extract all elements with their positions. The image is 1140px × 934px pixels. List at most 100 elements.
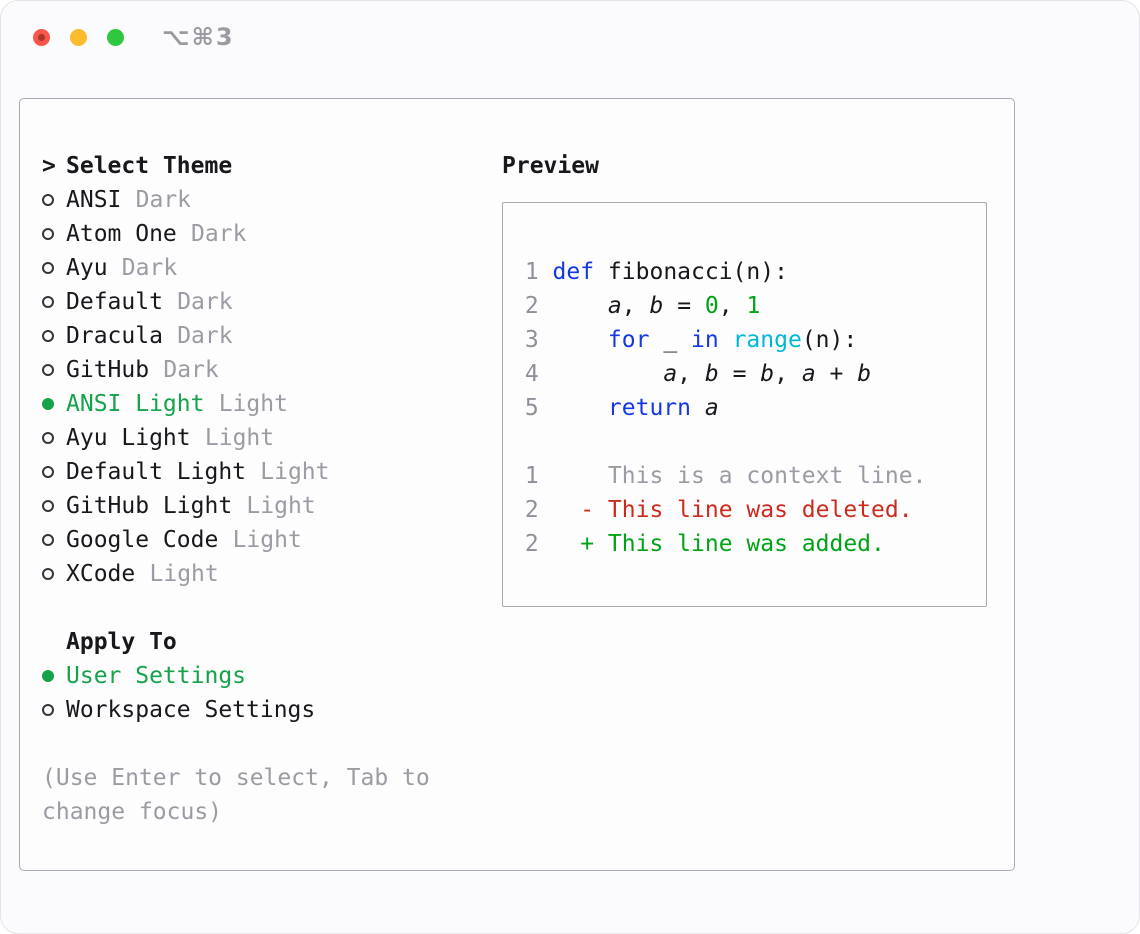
code-token: b — [760, 361, 775, 387]
radio-icon — [42, 364, 54, 376]
code-token: 1 — [746, 293, 761, 319]
theme-name: Ayu — [66, 255, 108, 281]
line-number: 1 — [524, 259, 539, 285]
code-token: a — [801, 361, 816, 387]
code-token — [691, 395, 705, 421]
code-token: , — [718, 293, 747, 319]
theme-variant: Dark — [135, 187, 192, 213]
code-line — [511, 425, 986, 459]
code-text: + This line was added. — [553, 531, 885, 557]
radio-icon — [42, 704, 54, 716]
line-number: 2 — [524, 531, 539, 557]
radio-cell — [42, 364, 66, 376]
theme-name: Ayu Light — [66, 425, 191, 451]
theme-name: ANSI — [66, 187, 122, 213]
radio-cell — [42, 704, 66, 716]
code-token: a — [607, 293, 622, 319]
theme-name: Google Code — [66, 527, 219, 553]
code-token: (n): — [801, 327, 858, 353]
code-token: + This line was added. — [552, 531, 885, 557]
traffic-lights — [33, 28, 124, 46]
radio-icon — [42, 228, 54, 240]
radio-cell — [42, 330, 66, 342]
theme-variant: Light — [204, 425, 275, 451]
theme-name: XCode — [66, 561, 136, 587]
apply-option-user-settings[interactable]: User Settings — [42, 659, 502, 693]
code-text: for _ in range(n): — [553, 327, 858, 353]
apply-option-label: Workspace Settings — [66, 697, 316, 723]
theme-name: Default Light — [66, 459, 247, 485]
code-token — [719, 327, 733, 353]
theme-name: Atom One — [66, 221, 177, 247]
code-token: 0 — [704, 293, 719, 319]
code-token: , — [621, 293, 650, 319]
radio-selected-icon — [42, 670, 54, 682]
code-token: b — [857, 361, 872, 387]
code-line: 5 return a — [511, 391, 986, 425]
select-theme-header: > Select Theme — [42, 149, 502, 183]
code-token: _ — [649, 327, 692, 353]
code-token: return — [607, 395, 692, 421]
theme-option-ansi-light[interactable]: ANSI Light Light — [42, 387, 502, 421]
theme-option-ayu-light[interactable]: Ayu Light Light — [42, 421, 502, 455]
theme-variant: Light — [232, 527, 302, 553]
code-token: range — [732, 327, 802, 353]
line-number: 1 — [524, 463, 539, 489]
radio-icon — [42, 534, 54, 546]
apply-option-workspace-settings[interactable]: Workspace Settings — [42, 693, 502, 727]
select-theme-title: Select Theme — [66, 153, 233, 179]
apply-to-title: Apply To — [66, 629, 177, 655]
radio-icon — [42, 500, 54, 512]
theme-variant: Dark — [191, 221, 247, 247]
close-button[interactable] — [33, 28, 50, 46]
radio-cell — [42, 568, 66, 580]
code-token: def — [552, 259, 595, 285]
code-token — [553, 361, 664, 387]
line-number: 4 — [524, 361, 539, 387]
theme-option-ansi[interactable]: ANSI Dark — [42, 183, 502, 217]
zoom-button[interactable] — [107, 28, 124, 46]
code-line: 2 - This line was deleted. — [511, 493, 986, 527]
theme-name: ANSI Light — [66, 391, 205, 417]
code-line: 2 + This line was added. — [511, 527, 986, 561]
radio-icon — [42, 568, 54, 580]
code-token: - This line was deleted. — [552, 497, 913, 523]
code-token: a — [663, 361, 678, 387]
theme-option-atom-one[interactable]: Atom One Dark — [42, 217, 502, 251]
theme-variant: Dark — [177, 323, 233, 349]
code-token — [553, 395, 608, 421]
theme-variant: Light — [218, 391, 288, 417]
minimize-button[interactable] — [70, 28, 87, 46]
code-text: - This line was deleted. — [552, 497, 913, 523]
radio-cell — [42, 534, 66, 546]
code-token — [553, 293, 608, 319]
code-line: 2 a, b = 0, 1 — [511, 289, 986, 323]
code-token: in — [691, 327, 719, 353]
radio-cell — [42, 262, 66, 274]
radio-icon — [42, 262, 54, 274]
code-text: a, b = b, a + b — [553, 361, 872, 387]
radio-cell — [42, 500, 66, 512]
code-text: def fibonacci(n): — [553, 259, 788, 285]
radio-icon — [42, 296, 54, 308]
preview-header: Preview — [502, 149, 988, 183]
code-token: + — [815, 361, 858, 387]
radio-cell — [42, 296, 66, 308]
code-text: return a — [553, 395, 719, 421]
theme-option-google-code[interactable]: Google Code Light — [42, 523, 502, 557]
code-token: fibonacci(n): — [594, 259, 788, 285]
